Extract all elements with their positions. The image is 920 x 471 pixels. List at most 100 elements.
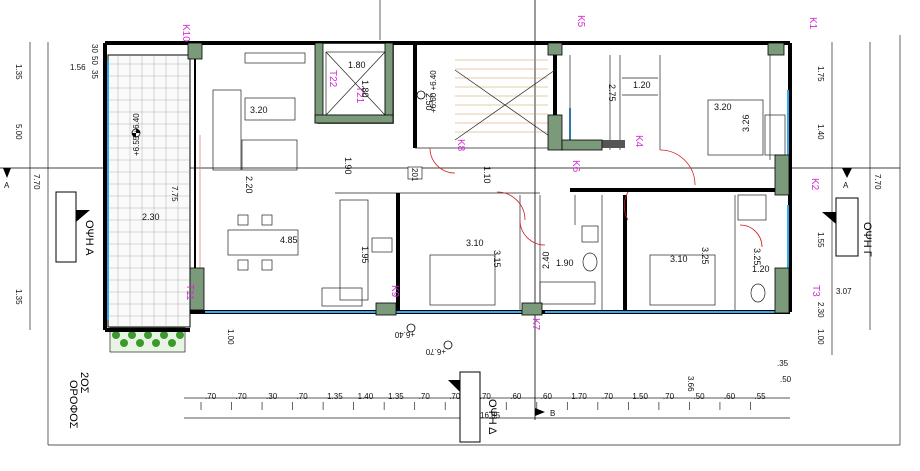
view-g-label: ΟΨΗ Γ [861, 222, 873, 257]
dim-bedroom-2-h: 3.25 [700, 247, 710, 265]
bottom-dim-5: 1.35 [327, 392, 343, 401]
bedroom-furniture [429, 99, 786, 306]
bottom-dim-2: .70 [236, 392, 248, 401]
right-dim-1: 1.75 [816, 66, 825, 82]
left-dim-3: 1.35 [14, 289, 23, 305]
view-a-label: ΟΨΗ Α [83, 220, 95, 256]
column-labels: K10 K5 K1 T22 T21 K8 K6 K4 K2 T3 T11 K9 … [180, 15, 821, 331]
room-dimensions: 3.20 4.85 3.10 3.10 3.20 1.80 1.80 1.20 … [142, 60, 770, 274]
floor-label-line2: ΟΡΟΦΟΣ [67, 380, 79, 429]
dim-bath: 1.90 [556, 258, 574, 268]
right-dim-5: 3.07 [836, 287, 852, 296]
dim-stair-gap: 1.10 [482, 166, 492, 184]
column-label-k1: K1 [807, 17, 818, 30]
right-dimensions: 1.75 1.40 7.70 1.55 3.07 2.30 1.00 .35 .… [686, 66, 882, 392]
view-g-box: ΟΨΗ Γ [822, 197, 873, 257]
bottom-dim-3: .30 [266, 392, 278, 401]
bottom-dim-13: 1.70 [571, 392, 587, 401]
right-dim-3: 7.70 [873, 174, 882, 190]
left-dim-5: 7.75 [170, 186, 179, 202]
right-dim-10: 3.66 [686, 376, 695, 392]
bottom-dim-12: .60 [541, 392, 553, 401]
right-dim-4: 1.55 [816, 232, 825, 248]
column-label-k5: K5 [575, 15, 586, 28]
balcony [107, 54, 191, 353]
left-dim-6: 1.56 [70, 63, 86, 72]
left-dim-2: 5.00 [14, 124, 23, 140]
dim-wc: 1.20 [752, 264, 770, 274]
dim-kitchen: 1.95 [360, 246, 370, 264]
left-dim-1: 1.35 [14, 64, 23, 80]
dim-bedroom-3: 3.20 [714, 102, 732, 112]
column-label-k6: K6 [570, 160, 581, 173]
elevation-bottom-1: +6.40 [394, 330, 415, 339]
floor-label: 2ΟΣ ΟΡΟΦΟΣ [67, 372, 90, 429]
bottom-dim-18: .60 [724, 392, 736, 401]
dim-wc-h: 3.25 [752, 248, 762, 266]
top-dimensions: 30 50 35 [90, 44, 99, 79]
dim-dining: 4.85 [280, 235, 298, 245]
column-label-t3: T3 [810, 285, 821, 297]
top-dim-3: 35 [90, 70, 99, 79]
column-label-k10: K10 [180, 24, 191, 42]
total-width: 16.85 [480, 411, 501, 420]
top-dim-1: 30 [90, 44, 99, 53]
column-label-k4: K4 [633, 135, 644, 148]
exterior-walls [103, 41, 792, 332]
bottom-dim-17: .50 [693, 392, 705, 401]
bottom-misc-dim: 1.00 [226, 329, 235, 345]
bottom-dim-14: .70 [602, 392, 614, 401]
view-d-box: ΟΨΗ Δ [448, 371, 498, 443]
bottom-dim-4: .70 [297, 392, 309, 401]
right-dim-2: 1.40 [816, 124, 825, 140]
bottom-dim-9: .70 [449, 392, 461, 401]
columns [187, 42, 790, 316]
column-label-k9: K9 [389, 285, 400, 298]
staircase [454, 59, 556, 141]
dim-living-h: 2.20 [244, 176, 254, 194]
bottom-dim-8: .70 [419, 392, 431, 401]
left-dimensions: 1.35 5.00 1.35 7.70 7.75 1.56 [14, 63, 179, 305]
bottom-dim-19: .55 [754, 392, 766, 401]
right-dim-7: 1.00 [816, 329, 825, 345]
view-a-box: ΟΨΗ Α [55, 191, 95, 263]
dim-bedroom-1: 3.10 [466, 238, 484, 248]
bottom-dim-10: .70 [480, 392, 492, 401]
top-dim-2: 50 [90, 56, 99, 65]
dim-shaft-h: 1.80 [360, 80, 370, 98]
dim-bedroom-2: 3.10 [670, 254, 688, 264]
column-label-k7: K7 [530, 318, 541, 331]
dim-shower: 2.75 [607, 84, 617, 102]
column-label-k8: K8 [455, 139, 466, 152]
column-label-t21: T21 [354, 86, 365, 104]
floor-label-line1: 2ΟΣ [78, 372, 90, 394]
bottom-dimensions: .70 .70 .30 .70 1.35 1.40 1.35 .70 .70 .70 .60 .60 1… [200, 392, 766, 410]
dim-hall: 1.90 [343, 157, 353, 175]
elevation-markers: +6.55 +6.40 +6.60 +6.40 +6.40 +6.70 201 [131, 70, 453, 356]
dim-living: 3.20 [250, 105, 268, 115]
dim-corridor: 2.40 [541, 251, 551, 269]
dim-closet: 1.20 [633, 80, 651, 90]
dim-bedroom-3-h: 3.26 [741, 114, 751, 132]
dim-balcony-w: 2.30 [142, 212, 160, 222]
dim-landing: 2.50 [424, 93, 434, 111]
dim-bedroom-1-h: 3.15 [492, 250, 502, 268]
bottom-dim-11: .60 [510, 392, 522, 401]
column-label-t11: T11 [184, 284, 195, 301]
bottom-dim-6: 1.40 [358, 392, 374, 401]
column-label-k2: K2 [809, 178, 820, 191]
right-dim-6: 2.30 [816, 302, 825, 318]
right-dim-9: .50 [780, 375, 792, 384]
bottom-dim-16: .70 [663, 392, 675, 401]
view-d-label: ΟΨΗ Δ [486, 399, 498, 435]
bottom-dim-7: 1.35 [388, 392, 404, 401]
interior-walls [317, 42, 790, 310]
elevation-bottom-2: +6.70 [425, 347, 446, 356]
left-dim-4: 7.70 [32, 174, 41, 190]
section-markers: A A B [3, 168, 852, 418]
door-swings [199, 135, 763, 310]
section-left-label: A [4, 181, 10, 190]
elevation-balcony: +6.55 +6.40 [132, 113, 141, 156]
section-right-label: A [843, 181, 849, 190]
